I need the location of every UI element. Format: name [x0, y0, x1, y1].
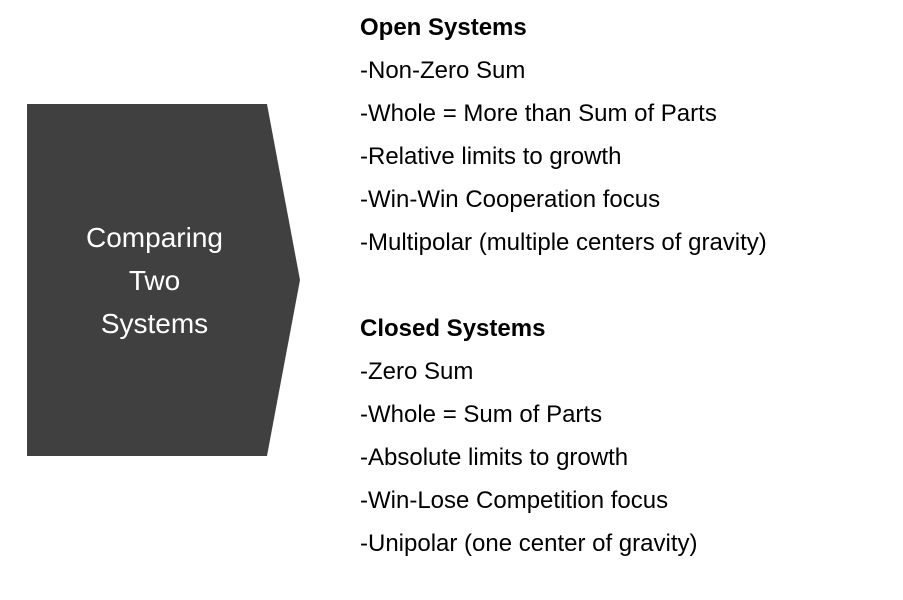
callout-label: Comparing Two Systems: [86, 221, 223, 339]
comparison-callout-shape: Comparing Two Systems: [27, 104, 300, 456]
bullet-item: -Relative limits to growth: [360, 143, 622, 170]
bullet-item: -Win-Win Cooperation focus: [360, 186, 661, 213]
section-open-systems: Open Systems -Non-Zero Sum -Whole = More…: [360, 6, 895, 264]
bullet-item: -Absolute limits to growth: [360, 444, 629, 471]
bullet-item: -Win-Lose Competition focus: [360, 487, 669, 514]
bullet-item: -Multipolar (multiple centers of gravity…: [360, 229, 767, 256]
comparison-text-column: Open Systems -Non-Zero Sum -Whole = More…: [360, 6, 895, 565]
section-closed-systems: Closed Systems -Zero Sum -Whole = Sum of…: [360, 307, 895, 565]
bullet-item: -Zero Sum: [360, 358, 474, 385]
section-heading-open-systems: Open Systems: [360, 14, 527, 41]
bullet-item: -Whole = More than Sum of Parts: [360, 100, 717, 127]
bullet-item: -Unipolar (one center of gravity): [360, 530, 698, 557]
section-spacer: [360, 264, 895, 307]
section-heading-closed-systems: Closed Systems: [360, 315, 546, 342]
bullet-item: -Non-Zero Sum: [360, 57, 526, 84]
bullet-item: -Whole = Sum of Parts: [360, 401, 603, 428]
